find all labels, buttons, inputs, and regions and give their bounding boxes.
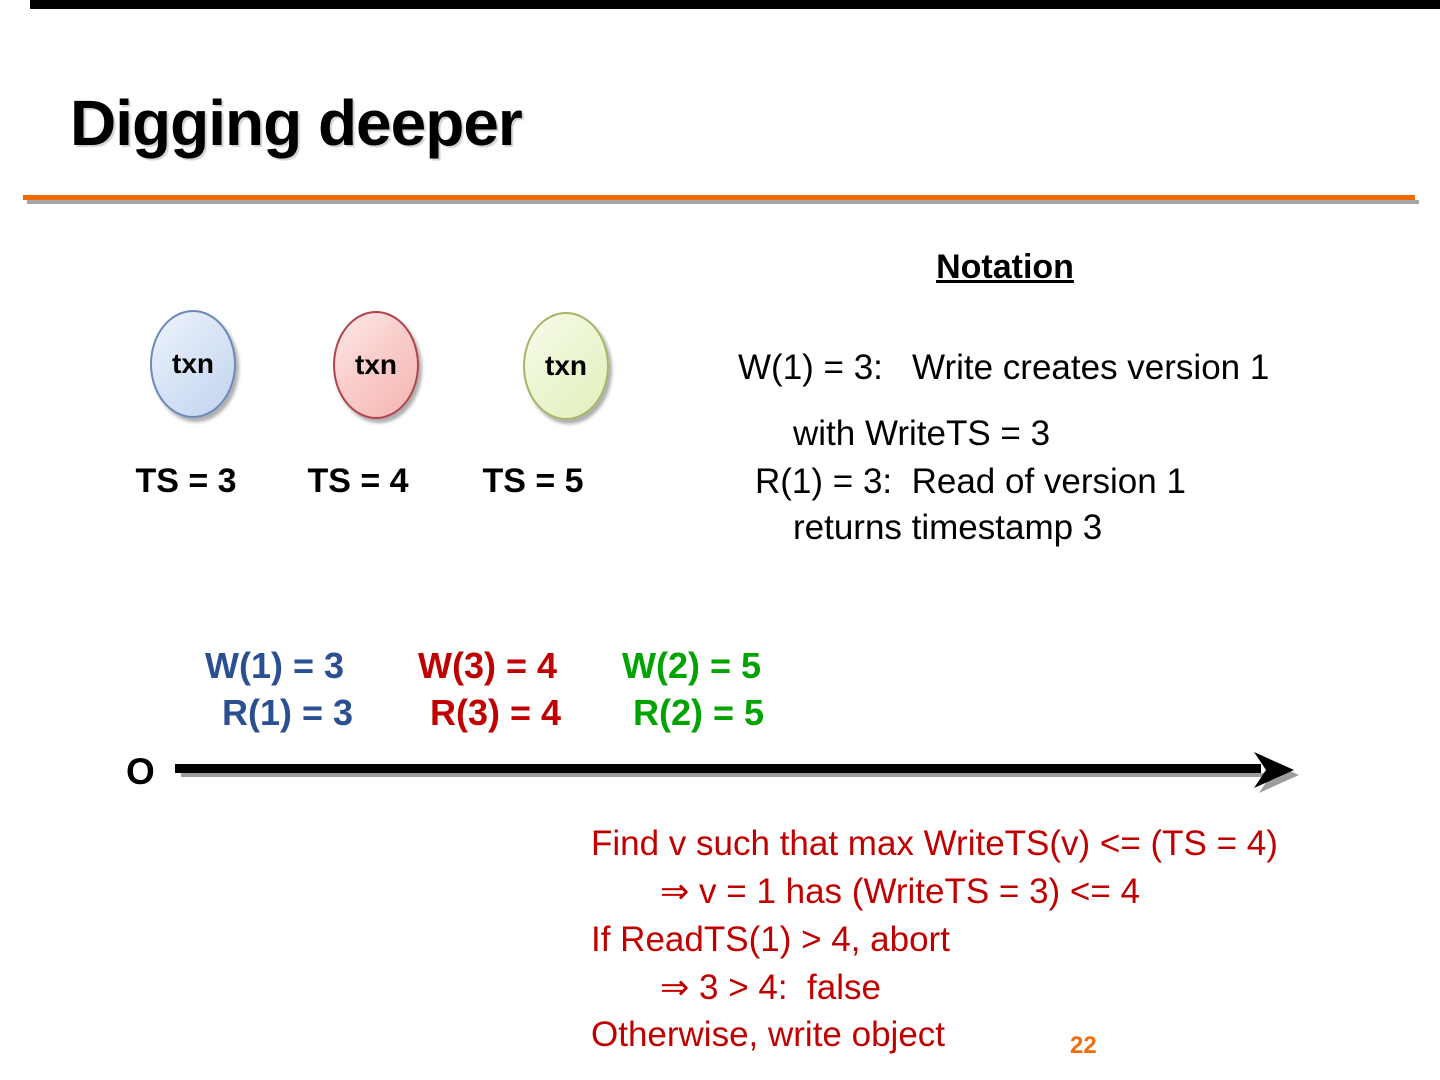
event-write-3: W(3) = 4 (418, 645, 558, 686)
event-write-1: W(1) = 3 (205, 645, 345, 686)
event-read-2: R(2) = 5 (633, 692, 765, 733)
analysis-line-2: ⇒ v = 1 has (WriteTS = 3) <= 4 (660, 872, 1140, 911)
page-number: 22 (1070, 1032, 1097, 1059)
notation-line-read: R(1) = 3: Read of version 1 (755, 462, 1186, 501)
event-read-3: R(3) = 4 (430, 692, 562, 733)
notation-line-write-cont: with WriteTS = 3 (793, 414, 1051, 453)
txn-ellipse-red: txn (333, 311, 419, 419)
title-divider (23, 195, 1415, 200)
object-label: O (126, 751, 155, 792)
title-divider-shadow (27, 200, 1419, 204)
timeline-line-shadow (181, 773, 1267, 777)
notation-line-read-cont: returns timestamp 3 (793, 508, 1103, 547)
analysis-line-1: Find v such that max WriteTS(v) <= (TS =… (591, 824, 1278, 863)
notation-line-write: W(1) = 3: Write creates version 1 (738, 348, 1270, 387)
ts-label-1: TS = 3 (135, 462, 237, 500)
timeline-arrowhead-icon (1254, 752, 1299, 793)
slide-title: Digging deeper (70, 87, 523, 159)
timeline-line (175, 764, 1261, 773)
txn-label: txn (172, 348, 214, 379)
ts-label-3: TS = 5 (482, 462, 584, 500)
txn-ellipse-green: txn (523, 312, 609, 420)
event-write-2: W(2) = 5 (622, 645, 762, 686)
event-read-1: R(1) = 3 (222, 692, 354, 733)
txn-label: txn (545, 350, 587, 381)
analysis-line-5: Otherwise, write object (591, 1015, 946, 1054)
analysis-line-4: ⇒ 3 > 4: false (660, 968, 881, 1007)
ts-label-2: TS = 4 (307, 462, 409, 500)
txn-ellipse-blue: txn (150, 310, 236, 418)
txn-label: txn (355, 349, 397, 380)
top-border-bar (30, 0, 1440, 9)
notation-heading: Notation (936, 248, 1074, 286)
analysis-line-3: If ReadTS(1) > 4, abort (591, 920, 950, 959)
